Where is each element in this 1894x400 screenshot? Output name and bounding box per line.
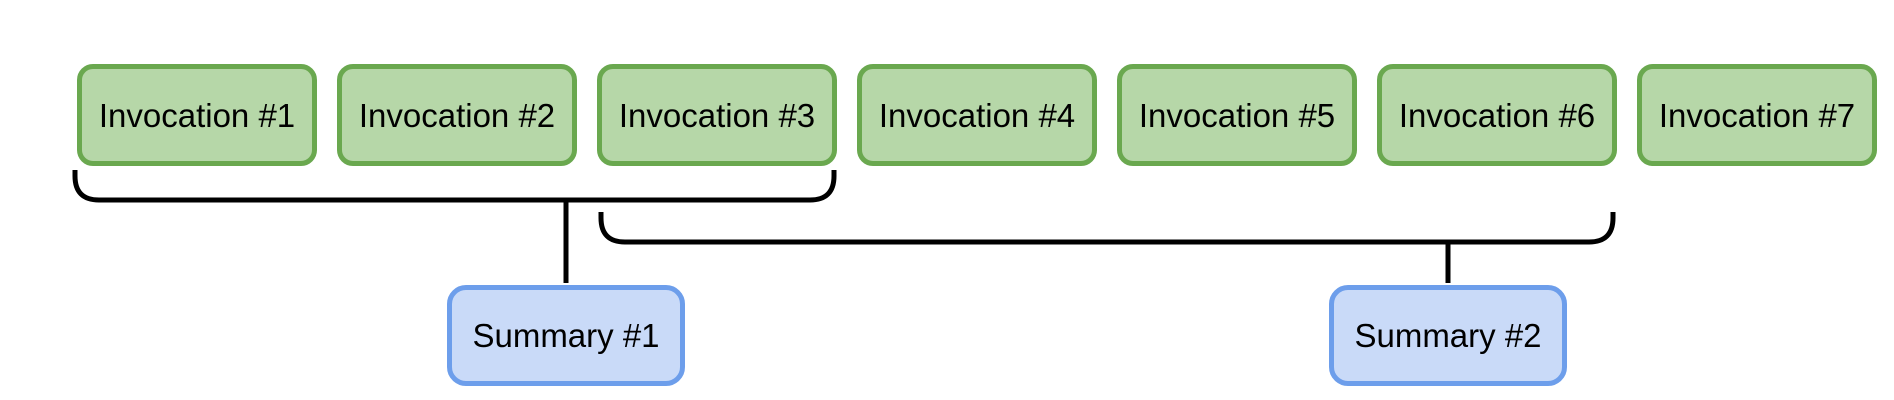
bracket-group-1: [72, 170, 837, 203]
invocation-label: Invocation #5: [1138, 96, 1336, 134]
summary-node-1: Summary #1: [447, 285, 685, 386]
invocation-node-3: Invocation #3: [597, 64, 837, 166]
summary-label: Summary #1: [472, 317, 660, 354]
invocation-node-1: Invocation #1: [77, 64, 317, 166]
invocation-node-4: Invocation #4: [857, 64, 1097, 166]
invocation-node-2: Invocation #2: [337, 64, 577, 166]
invocation-label: Invocation #6: [1398, 96, 1596, 134]
invocation-node-5: Invocation #5: [1117, 64, 1357, 166]
invocation-label: Invocation #7: [1658, 96, 1856, 134]
invocation-label: Invocation #4: [878, 96, 1076, 134]
invocation-label: Invocation #1: [98, 96, 296, 134]
bracket-group-2: [598, 212, 1616, 245]
summary-label: Summary #2: [1354, 317, 1542, 354]
summary-node-2: Summary #2: [1329, 285, 1567, 386]
invocation-label: Invocation #2: [358, 96, 556, 134]
invocation-label: Invocation #3: [618, 96, 816, 134]
invocation-node-6: Invocation #6: [1377, 64, 1617, 166]
invocation-node-7: Invocation #7: [1637, 64, 1877, 166]
